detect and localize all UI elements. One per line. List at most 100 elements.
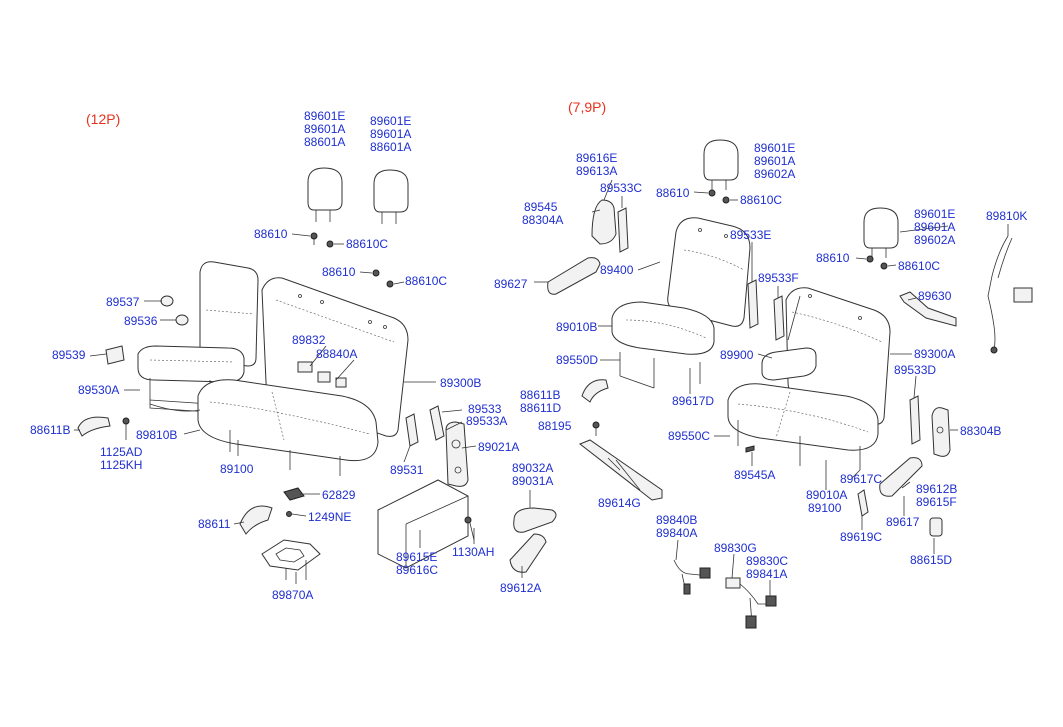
part-label: 89533E (730, 228, 772, 242)
part-label: 89601E (370, 114, 412, 128)
part-label: 89613A (576, 164, 618, 178)
bracket-89630 (899, 291, 957, 327)
part-label: 89601A (914, 220, 956, 234)
part-label: 89601E (304, 109, 346, 123)
part-label: 89032A (512, 461, 554, 475)
part-label: 89533 (468, 402, 502, 416)
part-label: 88610C (346, 237, 389, 251)
part-label: 89601E (754, 141, 796, 155)
part-label: 88611 (198, 517, 231, 531)
part-label: 89550C (668, 429, 711, 443)
part-label: 89531 (390, 463, 424, 477)
part-label: 89617C (840, 472, 883, 486)
part-label: 89627 (494, 277, 528, 291)
headrest-right-1 (703, 139, 739, 190)
bolt-1130ah (464, 516, 475, 541)
headrest-right-2 (863, 207, 899, 258)
cover-88611b (77, 416, 111, 437)
part-label: 89832 (292, 333, 326, 347)
part-label: 89100 (808, 501, 842, 515)
bolt-88610-left (291, 232, 405, 288)
knob-89536 (175, 314, 189, 326)
part-label: 89601A (370, 127, 412, 141)
part-label: 89545 (524, 200, 558, 214)
part-label: 89537 (106, 295, 140, 309)
part-label: 89900 (720, 348, 754, 362)
knob-89537 (160, 295, 174, 307)
part-label: 89841A (746, 567, 788, 581)
cover-89615e (377, 479, 469, 569)
part-label: 88611B (520, 388, 561, 402)
seatbelt-89810k (987, 235, 1033, 354)
seat-cushion-small (137, 345, 245, 413)
section-header-7-9p: (7,9P) (568, 99, 607, 115)
part-label: 89601E (914, 207, 956, 221)
part-label: 89619C (840, 530, 883, 544)
part-label: 88615D (910, 553, 953, 567)
part-label: 89536 (124, 314, 158, 328)
part-label: 89612B (916, 482, 958, 496)
part-label: 89021A (478, 440, 520, 454)
part-label: 89601A (304, 122, 346, 136)
bolts-right (592, 189, 897, 436)
part-label: 89614G (598, 496, 641, 510)
cap-89032a (513, 507, 557, 533)
frame-89870a (261, 539, 321, 580)
part-label: 1130AH (452, 545, 495, 559)
cover-89627 (547, 257, 601, 295)
part-label: 88610 (322, 265, 356, 279)
recliner-88304b (931, 407, 951, 457)
part-label: 88601A (304, 135, 346, 149)
part-label: 89400 (600, 263, 634, 277)
part-label: 89550D (556, 353, 599, 367)
part-label: 89530A (78, 383, 120, 397)
bolt-89545a (745, 445, 755, 453)
harness-89840b (673, 559, 711, 595)
part-label: 89031A (512, 474, 554, 488)
part-label: 89300A (914, 347, 956, 361)
armrest-89900 (761, 347, 817, 381)
part-label: 89870A (272, 588, 314, 602)
part-label: 89830G (714, 541, 757, 555)
part-label: 89810B (136, 428, 178, 442)
headrest-left-1 (307, 167, 343, 222)
part-label: 89840B (656, 513, 698, 527)
part-label: 88304B (960, 424, 1002, 438)
cap-88615d (929, 517, 943, 537)
part-label: 88195 (538, 419, 572, 433)
part-label: 89840A (656, 526, 698, 540)
part-label: 89545A (734, 468, 776, 482)
bracket-89533c (617, 207, 629, 253)
part-label: 89601A (754, 154, 796, 168)
part-label: 89616E (576, 151, 618, 165)
part-label: 89533A (466, 414, 508, 428)
seat-cushion-single-right (611, 301, 715, 389)
part-label: 89010B (556, 320, 598, 334)
part-label: 89100 (220, 462, 254, 476)
headrest-left-2 (373, 169, 409, 224)
part-label: 88840A (316, 347, 358, 361)
part-label: 1249NE (308, 510, 352, 524)
part-label: 89830C (746, 554, 789, 568)
part-label: 88610 (656, 186, 690, 200)
part-label: 88610C (898, 259, 941, 273)
part-label: 89630 (918, 289, 952, 303)
clip-62829 (283, 487, 305, 501)
part-label: 62829 (322, 488, 356, 502)
rail-89614g (579, 439, 663, 501)
part-label: 1125KH (100, 458, 143, 472)
cover-89612b (879, 457, 923, 497)
part-label: 88610C (740, 193, 783, 207)
recliner-89021a (445, 421, 469, 487)
part-label: 89533D (894, 363, 937, 377)
part-label: 89615E (396, 550, 438, 564)
leader-lines (74, 179, 1009, 596)
part-label: 88610 (816, 251, 850, 265)
part-label: 89615F (916, 495, 957, 509)
seat-cushion-wide (149, 379, 379, 476)
part-label: 89810K (986, 209, 1028, 223)
cover-89612a (509, 533, 547, 573)
part-label: 89010A (806, 488, 848, 502)
part-label: 89602A (914, 233, 956, 247)
